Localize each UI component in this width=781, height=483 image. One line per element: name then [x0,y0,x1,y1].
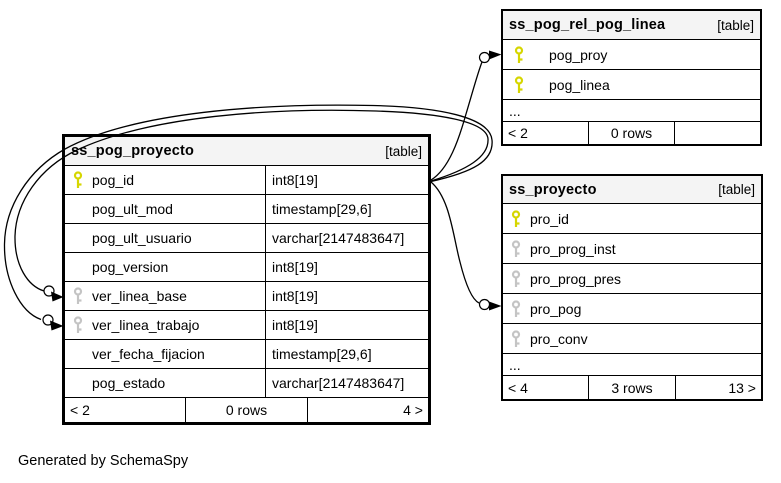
foreign-key-icon [511,299,521,317]
more-columns-ellipsis: ... [503,99,760,121]
table-title: ss_pog_proyecto [71,143,195,159]
column-name: pro_prog_inst [530,240,616,257]
table-footer: < 2 0 rows 4 > [65,397,428,422]
fk-edge-pro_pog-to-pog_id [430,181,502,311]
table-header-ss_pog_rel_pog_linea[interactable]: ss_pog_rel_pog_linea [table] [503,11,760,39]
column-type: int8[19] [272,288,318,304]
column-type: varchar[2147483647] [272,375,405,391]
cardinality-circle-icon [42,314,54,326]
footer-children-count: < 2 [70,402,90,418]
cardinality-circle-icon [478,298,491,311]
key-spacer [72,229,84,247]
foreign-key-icon [73,287,83,304]
column-name: pro_pog [530,300,582,317]
key-spacer [72,374,84,392]
key-spacer [72,200,84,218]
footer-row-count: 0 rows [588,122,675,144]
foreign-key-icon [511,239,521,257]
column-row-pog_id: pog_id int8[19] [65,165,428,194]
column-type: int8[19] [272,317,318,333]
footer-parents-count [675,122,760,144]
column-row-pog_version: pog_version int8[19] [65,252,428,281]
foreign-key-icon [73,316,83,333]
table-node-ss_pog_rel_pog_linea: ss_pog_rel_pog_linea [table] pog_proy [501,9,762,146]
column-name: pro_conv [530,330,588,347]
column-name: ver_linea_trabajo [92,317,200,333]
column-name: pog_proy [549,46,608,63]
column-row-pro_conv: pro_conv [503,323,761,353]
table-title: ss_proyecto [509,181,597,198]
footer-children-count: < 4 [508,379,528,396]
table-node-ss_proyecto: ss_proyecto [table] pro_id pro_prog [501,174,763,401]
footer-parents-count: 13 > [728,379,756,396]
table-node-ss_pog_proyecto: ss_pog_proyecto [table] pog_id int8[19] … [62,134,431,425]
column-row-pro_id: pro_id [503,203,761,233]
more-columns-ellipsis: ... [503,353,761,375]
arrowhead-icon [489,50,502,60]
table-header-ss_pog_proyecto[interactable]: ss_pog_proyecto [table] [65,137,428,165]
table-type-label: [table] [717,17,754,33]
column-type: timestamp[29,6] [272,201,372,217]
column-name: pog_version [92,259,169,275]
column-type: int8[19] [272,259,318,275]
column-type: int8[19] [272,172,318,188]
column-name: pog_estado [92,375,166,391]
column-name: pog_ult_mod [92,201,173,217]
footer-parents-count: 4 > [403,402,423,418]
column-name: pog_id [92,172,135,188]
column-row-pog_linea: pog_linea [503,69,760,99]
table-footer: < 2 0 rows [503,121,760,144]
primary-key-icon [73,171,83,188]
key-spacer [72,345,84,363]
column-row-pog_proy: pog_proy [503,39,760,69]
primary-key-icon [514,75,524,93]
table-type-label: [table] [718,182,755,197]
column-row-pro_prog_inst: pro_prog_inst [503,233,761,263]
column-name: pog_linea [549,76,610,93]
footer-row-count: 0 rows [185,398,308,422]
column-row-pog_estado: pog_estado varchar[2147483647] [65,368,428,397]
column-row-ver_linea_base: ver_linea_base int8[19] [65,281,428,310]
cardinality-circle-icon [43,285,55,297]
column-row-pog_ult_mod: pog_ult_mod timestamp[29,6] [65,194,428,223]
column-name: ver_linea_base [92,288,187,304]
column-row-pro_pog: pro_pog [503,293,761,323]
foreign-key-icon [511,329,521,347]
cardinality-circle-icon [478,51,491,64]
column-name: pro_id [530,210,569,227]
table-title: ss_pog_rel_pog_linea [509,17,666,33]
column-row-pog_ult_usuario: pog_ult_usuario varchar[2147483647] [65,223,428,252]
column-type: timestamp[29,6] [272,346,372,362]
arrowhead-icon [489,301,502,311]
column-name: pro_prog_pres [530,270,622,287]
column-row-ver_linea_trabajo: ver_linea_trabajo int8[19] [65,310,428,339]
column-row-pro_prog_pres: pro_prog_pres [503,263,761,293]
column-name: pog_ult_usuario [92,230,192,246]
footer-row-count: 3 rows [588,376,676,399]
primary-key-icon [514,45,524,63]
foreign-key-icon [511,269,521,287]
primary-key-icon [511,209,521,227]
key-spacer [72,258,84,276]
table-footer: < 4 3 rows 13 > [503,375,761,399]
table-header-ss_proyecto[interactable]: ss_proyecto [table] [503,176,761,203]
column-type: varchar[2147483647] [272,230,405,246]
footer-children-count: < 2 [508,125,528,141]
table-type-label: [table] [385,143,422,159]
column-row-ver_fecha_fijacion: ver_fecha_fijacion timestamp[29,6] [65,339,428,368]
column-name: ver_fecha_fijacion [92,346,205,362]
fk-edge-pog_proy-to-pog_id [430,50,502,181]
generated-by-note: Generated by SchemaSpy [18,453,189,469]
